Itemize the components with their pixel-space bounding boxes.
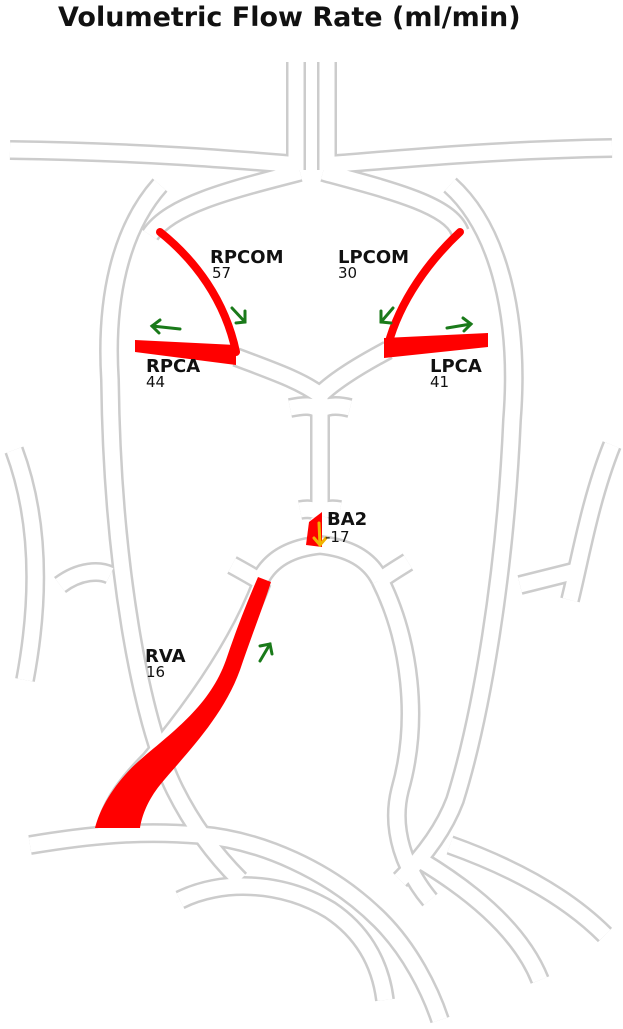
- rpcom-arrow-icon: [232, 308, 245, 323]
- lpca-value: 41: [430, 373, 449, 391]
- rpca-arrow-icon: [152, 320, 180, 333]
- rpcom-value: 57: [212, 264, 231, 282]
- lpcom-value: 30: [338, 264, 357, 282]
- ba2-label: BA2: [327, 509, 367, 530]
- lpca-segment: [384, 333, 488, 358]
- ba2-value: -17: [325, 528, 350, 546]
- rva-arrow-icon: [260, 644, 272, 661]
- lpca-arrow-icon: [447, 318, 471, 331]
- rpca-value: 44: [146, 373, 165, 391]
- rva-value: 16: [146, 663, 165, 681]
- lpcom-arrow-icon: [381, 308, 393, 323]
